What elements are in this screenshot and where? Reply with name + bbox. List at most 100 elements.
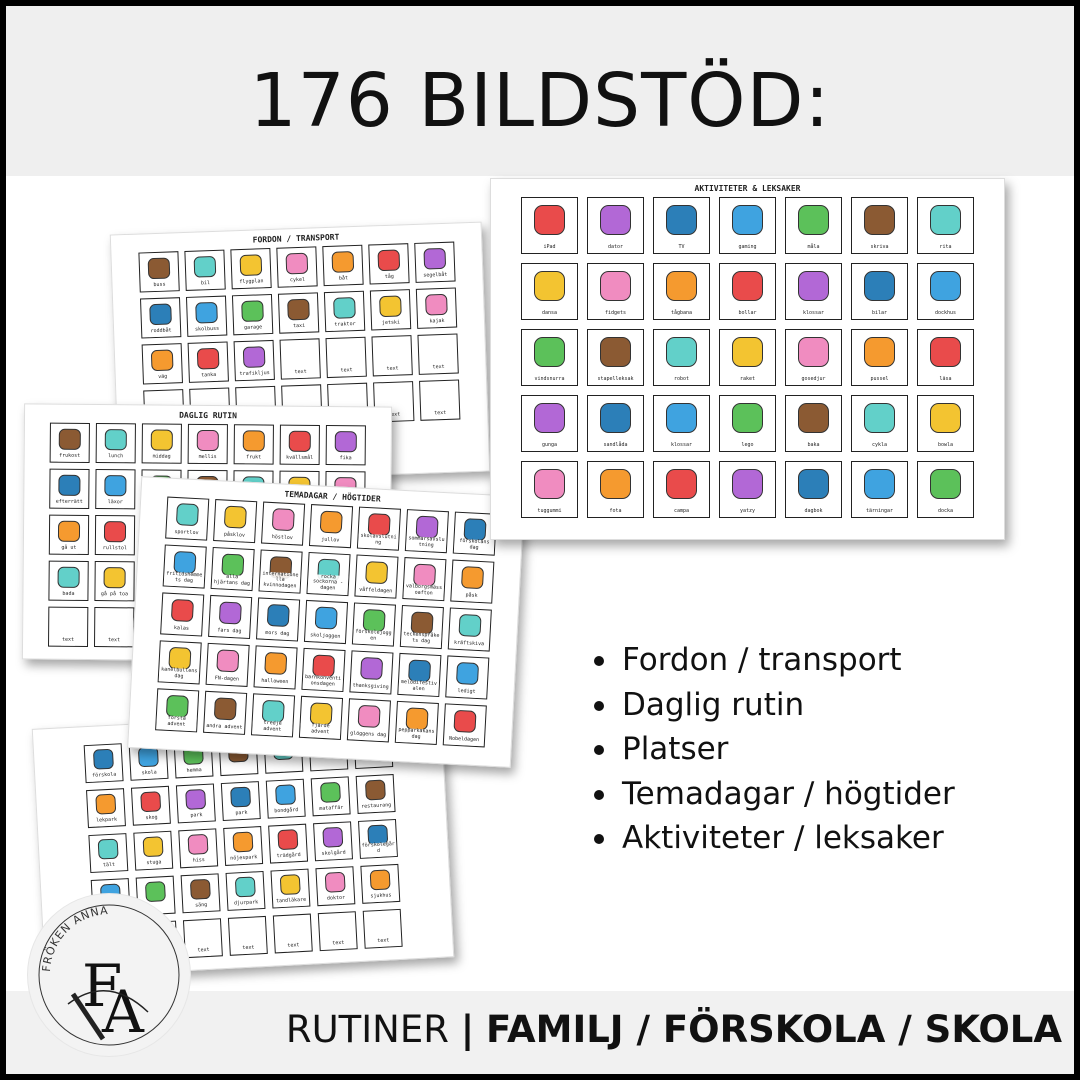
picture-icon [930,468,961,500]
logo-mark-icon: FRÖKEN ANNA F A [38,904,180,1046]
picture-card: tåg [368,243,410,285]
card-label: frukt [245,454,263,464]
picture-icon [324,872,346,894]
card-label: frukost [58,452,82,462]
card-label: skolgård [320,849,348,860]
picture-card: rita [917,197,974,254]
picture-icon [241,299,264,322]
picture-icon [137,746,159,768]
card-label: TV [677,244,686,253]
picture-card: park [175,783,216,824]
bullet-item: Daglig rutin [594,683,955,728]
card-label: cykel [288,276,307,287]
svg-text:A: A [101,978,145,1046]
card-label: nöjespark [229,854,259,865]
picture-card: gunga [521,395,578,452]
picture-icon [732,468,763,500]
picture-card: gosedjur [785,329,842,386]
card-label: lunch [107,453,125,463]
picture-card: thanksgiving [349,650,394,695]
picture-card: middag [141,423,182,464]
picture-card: tält [88,833,129,874]
picture-icon [57,566,80,588]
picture-icon [364,779,387,801]
card-label: andra advent [205,722,244,734]
picture-card: höstlov [261,501,306,546]
picture-icon [930,204,961,236]
picture-icon [798,204,829,236]
picture-card: förskola [83,743,124,784]
picture-card: rullstol [94,515,136,556]
picture-card: kanelbullens dag [157,640,202,685]
card-label: efterrätt [54,498,84,508]
picture-card: sjukhus [360,863,401,904]
picture-icon [377,249,400,272]
card-label: kräftskiva [452,639,486,651]
card-label: lekpark [94,816,119,827]
picture-card: pussel [851,329,908,386]
card-label: segelbåt [422,271,449,282]
card-label: thanksgiving [351,682,390,694]
card-label: gunga [540,442,559,451]
card-label: barnkonventionsdagen [302,674,344,691]
card-label: kalas [172,625,191,635]
picture-icon [92,748,115,771]
card-label: kvällsmål [285,454,315,464]
card-label: fika [338,455,353,465]
picture-card: rocka sockorna - dagen [306,551,351,597]
picture-card: garage [231,293,274,336]
picture-icon [230,786,252,809]
picture-icon [455,661,480,686]
picture-card: flygplan [230,247,272,290]
card-label: sportlov [173,528,200,540]
picture-card: sandlåda [587,395,644,452]
picture-card: fjärde advent [298,695,344,740]
picture-icon [277,829,299,851]
picture-card: påsklov [213,499,258,544]
picture-icon [195,301,218,324]
picture-card: bollar [719,263,776,320]
card-label: taxi [291,322,307,333]
picture-icon [732,204,763,236]
card-label: text [339,367,354,377]
footer-audience: FAMILJ / FÖRSKOLA / SKOLA [485,1008,1062,1051]
picture-icon [58,520,80,542]
picture-card: fika [325,425,366,466]
card-label: rullstol [101,545,128,555]
card-label: djurpark [232,899,260,910]
picture-card: dansa [521,263,578,320]
picture-card: taxi [277,292,320,334]
card-label: mellis [197,453,218,464]
bullet-item: Aktiviteter / leksaker [594,816,955,861]
picture-icon [930,336,961,368]
picture-card: dator [587,197,644,254]
card-label: första advent [156,715,197,732]
card-label: tält [101,861,117,872]
picture-icon [232,831,254,853]
card-label: dator [606,244,625,253]
card-label: valborgsmässoafton [403,583,445,601]
picture-icon [285,252,308,275]
card-label: Nobeldagen [447,735,481,747]
card-label: text [433,409,448,420]
picture-icon [798,270,829,302]
picture-icon [274,784,297,806]
card-label: text [331,939,346,950]
picture-card: skolgård [313,821,354,862]
picture-card: klossar [653,395,710,452]
bullet-item: Fordon / transport [594,638,955,683]
picture-card: fars dag [208,594,253,640]
card-label: skolavslutning [357,533,399,550]
picture-card: lunch [95,423,136,464]
picture-card: vindsnurra [521,329,578,386]
picture-icon [425,293,448,316]
picture-icon [95,793,117,816]
picture-card: segelbåt [414,241,456,283]
picture-card: skriva [851,197,908,254]
card-label: förskola [91,771,118,782]
picture-icon [59,428,81,450]
card-label: middag [151,453,172,463]
card-label: bowla [936,442,955,451]
picture-icon [600,270,631,302]
picture-card: kräftskiva [447,607,492,652]
